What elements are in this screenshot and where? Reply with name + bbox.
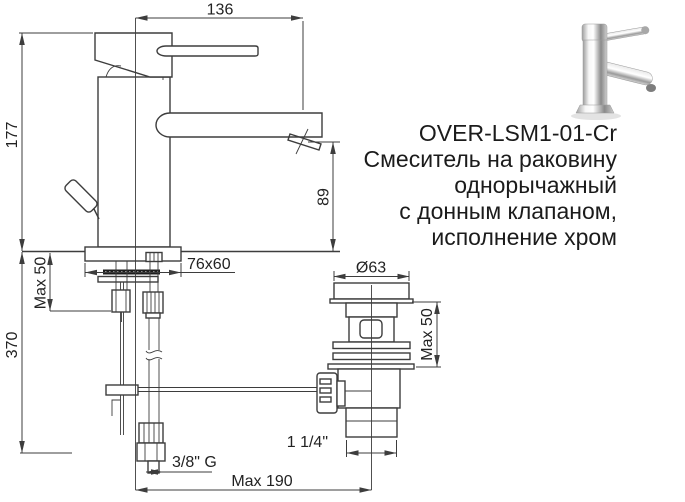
pipe-break — [145, 350, 163, 354]
photo-cap — [581, 23, 608, 43]
rod-knob — [316, 372, 371, 414]
popup-lift-knob — [64, 179, 100, 220]
dim-mounting-thickness-right: Max 50 — [412, 301, 441, 368]
mounting-washer — [97, 275, 159, 283]
dim-hose-length: 370 — [4, 252, 72, 454]
dim-label-max50-right: Max 50 — [419, 308, 436, 361]
rod-clamp — [105, 384, 139, 396]
dimensions: 136 177 370 Max 50 — [4, 2, 441, 493]
dim-mounting-thickness-left: Max 50 — [33, 253, 111, 312]
drain-wide-washer — [327, 363, 415, 370]
hose-hex-nut — [136, 442, 166, 462]
lever-handle — [156, 45, 259, 57]
base-plate — [84, 246, 182, 262]
dim-flange-diameter: Ø63 — [333, 260, 410, 281]
spout — [155, 112, 323, 138]
dim-hose-thread: 3/8" G — [146, 454, 217, 475]
dim-spout-outlet-height: 89 — [316, 142, 336, 251]
dim-label-1-1-4: 1 1/4" — [287, 434, 328, 451]
dim-label-o63: Ø63 — [356, 260, 386, 277]
product-caption: OVER-LSM1-01-Cr Смеситель на раковину од… — [327, 120, 617, 250]
drain-valve-view — [316, 282, 415, 438]
dim-label-177: 177 — [4, 122, 21, 149]
drain-window — [359, 319, 383, 339]
dim-base-footprint: 76x60 — [84, 256, 235, 277]
dim-label-136: 136 — [207, 2, 234, 19]
product-description-line: исполнение хром — [431, 224, 617, 250]
product-photo — [571, 23, 656, 120]
dim-label-max190: Max 190 — [231, 473, 292, 490]
photo-foot — [575, 104, 615, 114]
dim-spout-reach: 136 — [135, 2, 304, 110]
product-code: OVER-LSM1-01-Cr — [418, 120, 617, 146]
photo-lever — [599, 26, 650, 42]
dim-label-76x60: 76x60 — [187, 256, 231, 273]
product-description-line: однорычажный — [454, 172, 617, 198]
dim-label-89: 89 — [316, 188, 333, 206]
faucet-body — [97, 76, 171, 248]
photo-spout-tip — [646, 84, 656, 92]
dim-total-height: 177 — [4, 32, 93, 251]
supply-hose — [136, 251, 166, 474]
faucet-front-view — [22, 32, 340, 474]
dim-tailpiece-thread: 1 1/4" — [287, 434, 397, 457]
drain-lower-body — [337, 368, 401, 409]
product-description-line: Смеситель на раковину — [363, 146, 617, 172]
mounting-stud — [111, 261, 131, 322]
dim-label-370: 370 — [4, 332, 21, 359]
dim-label-max50-left: Max 50 — [33, 257, 50, 310]
dim-label-3-8-g: 3/8" G — [172, 454, 217, 471]
product-description-line: с донным клапаном, — [399, 198, 617, 224]
faucet-head — [94, 32, 173, 78]
dim-max-reach: Max 190 — [135, 473, 372, 493]
photo-shadow — [571, 112, 621, 120]
photo-body — [582, 39, 608, 107]
head-joint-arc — [105, 65, 122, 78]
